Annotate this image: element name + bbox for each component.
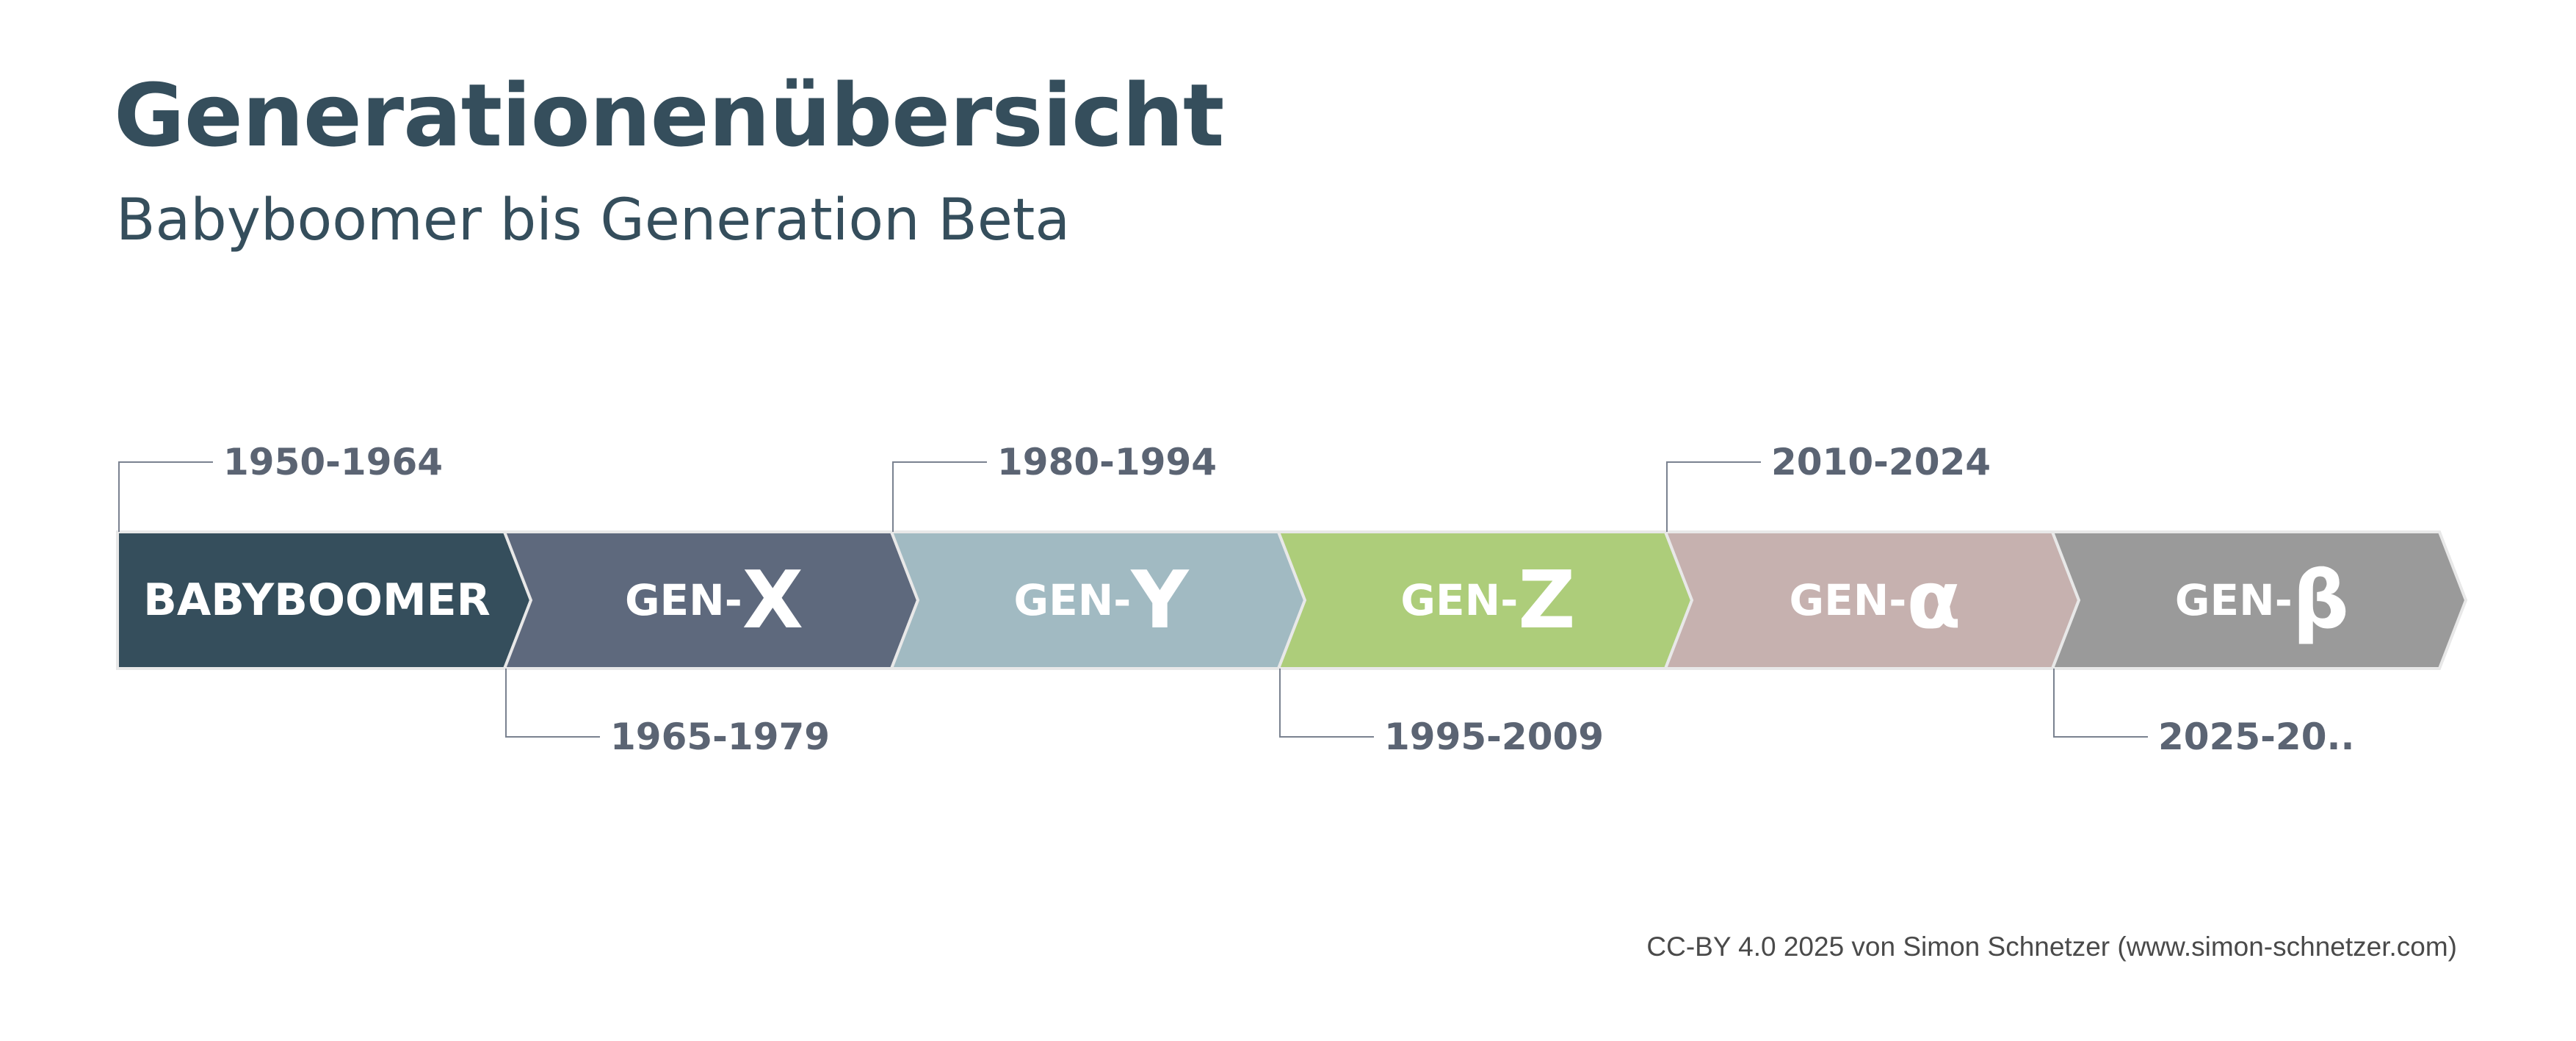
- generation-letter: Y: [1129, 555, 1190, 646]
- footer-credit: CC-BY 4.0 2025 von Simon Schnetzer (www.…: [1646, 932, 2457, 962]
- range-connector-3: [1279, 669, 1374, 738]
- range-connector-1: [505, 669, 600, 738]
- timeline-segments: [116, 530, 2468, 670]
- range-connectors: [118, 461, 2148, 738]
- generation-prefix: GEN-: [2175, 575, 2293, 625]
- range-connector-2: [892, 461, 987, 532]
- generation-label-0: BABYBOOMER: [143, 574, 491, 626]
- generation-prefix: GEN-: [1400, 575, 1518, 625]
- range-label-3: 1995-2009: [1384, 716, 1604, 758]
- range-connector-4: [1666, 461, 1761, 532]
- generation-letter: BABYBOOMER: [143, 574, 491, 626]
- range-label-0: 1950-1964: [223, 441, 443, 483]
- generation-label-4: GEN-α: [1789, 555, 1961, 646]
- generation-segment-5: [2050, 530, 2468, 670]
- page-title: Generationenübersicht: [114, 65, 1224, 166]
- generation-prefix: GEN-: [625, 575, 742, 625]
- generation-label-1: GEN-X: [625, 555, 803, 646]
- range-connector-5: [2053, 669, 2148, 738]
- generation-label-2: GEN-Y: [1013, 555, 1190, 646]
- range-label-4: 2010-2024: [1771, 441, 1991, 483]
- range-label-5: 2025-20..: [2158, 716, 2354, 758]
- generation-letter: α: [1906, 555, 1961, 646]
- range-labels: 1950-1964 1965-1979 1980-1994 1995-2009 2010…: [223, 441, 2354, 758]
- range-label-2: 1980-1994: [997, 441, 1217, 483]
- generation-label-3: GEN-Z: [1400, 555, 1575, 646]
- generation-label-5: GEN-β: [2175, 555, 2349, 646]
- range-connector-0: [118, 461, 213, 532]
- generation-letter: β: [2293, 555, 2349, 646]
- range-label-1: 1965-1979: [610, 716, 830, 758]
- page-subtitle: Babyboomer bis Generation Beta: [116, 187, 1071, 253]
- generation-letter: Z: [1518, 555, 1575, 646]
- generation-letter: X: [742, 555, 803, 646]
- generation-prefix: GEN-: [1789, 575, 1906, 625]
- generation-prefix: GEN-: [1013, 575, 1131, 625]
